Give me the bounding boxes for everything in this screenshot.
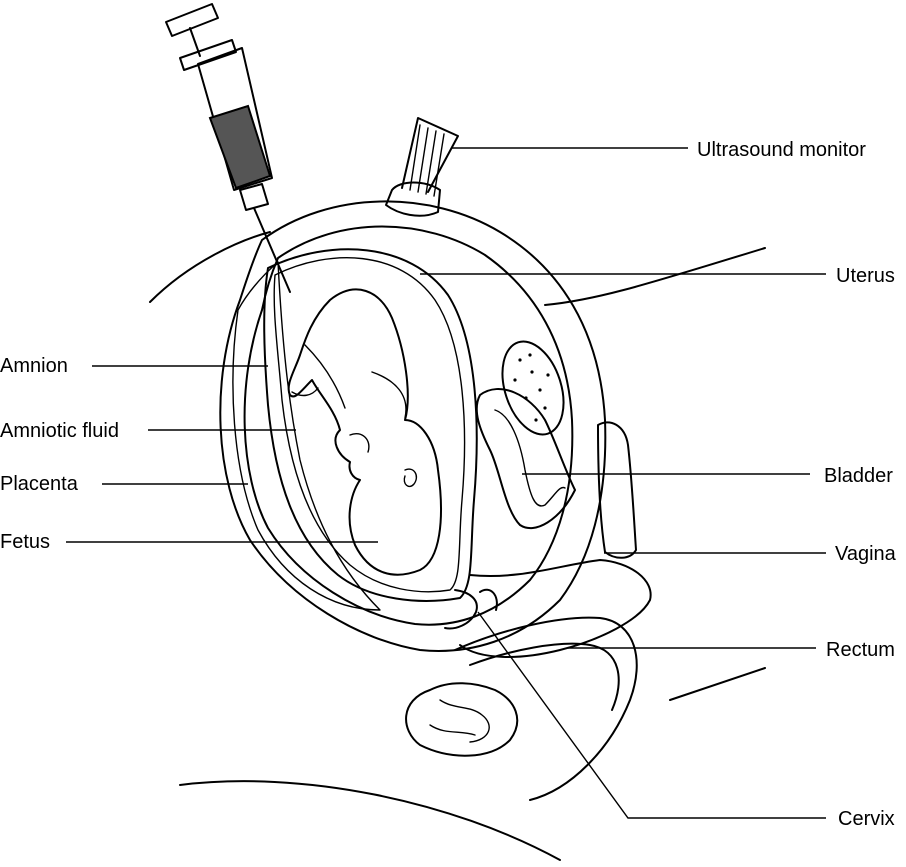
fetus-ear [403, 468, 418, 488]
fetus [287, 288, 442, 576]
label-uterus: Uterus [836, 265, 895, 287]
pubic-bone-dots [513, 353, 550, 422]
rectum [454, 616, 638, 801]
label-bladder: Bladder [824, 465, 893, 487]
label-fetus: Fetus [0, 531, 50, 553]
label-ultrasound-monitor: Ultrasound monitor [697, 139, 866, 161]
label-amniotic-fluid: Amniotic fluid [0, 420, 119, 442]
vaginal-canal [459, 559, 652, 658]
pubic-bone [501, 340, 565, 436]
placenta [232, 261, 381, 611]
ultrasound-probe [385, 117, 459, 217]
bladder-outline [475, 388, 576, 530]
label-cervix: Cervix [838, 808, 895, 830]
bladder-inner [494, 409, 566, 507]
intestine [405, 682, 519, 757]
abdominal-wall-right [544, 247, 766, 306]
back-outline [179, 780, 561, 861]
amnion [263, 248, 478, 602]
fetus-arm [349, 371, 407, 453]
uterus-outer-wall [219, 200, 607, 652]
label-rectum: Rectum [826, 639, 895, 661]
label-vagina: Vagina [835, 543, 897, 565]
uterus-inner-wall [243, 225, 574, 626]
label-amnion: Amnion [0, 355, 68, 377]
label-placenta: Placenta [0, 473, 79, 495]
fetus-leg [291, 344, 346, 409]
amniotic-fluid [273, 257, 466, 593]
buttock-outline [669, 667, 766, 701]
leader-cervix [477, 611, 826, 819]
syringe-liquid [208, 104, 272, 190]
syringe [165, 3, 291, 293]
vagina-wall [597, 421, 637, 559]
cervix [444, 588, 498, 630]
abdominal-wall-upper [149, 231, 271, 303]
intestine-folds [429, 699, 490, 743]
